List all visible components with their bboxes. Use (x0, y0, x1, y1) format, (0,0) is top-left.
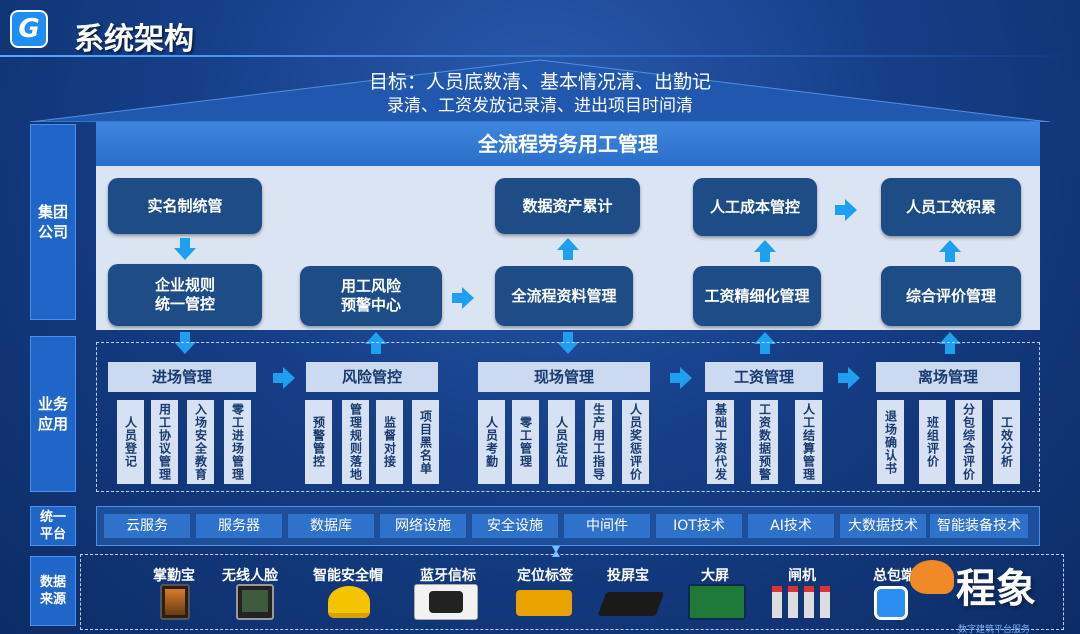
side-label-group: 集团 公司 (30, 124, 76, 320)
node-realname: 实名制统管 (108, 178, 262, 234)
entry-item: 人员登记 (117, 400, 144, 484)
source-label: 掌勤宝 (153, 568, 195, 584)
exit-item: 退场确认书 (877, 400, 904, 484)
platform-item: IOT技术 (656, 514, 742, 538)
arrow-down-icon (174, 238, 196, 260)
brand-name: 程象 (956, 566, 1036, 612)
wage-item: 人工结算管理 (795, 400, 822, 484)
platform-item: 安全设施 (472, 514, 558, 538)
node-fullflow: 全流程资料管理 (495, 266, 633, 326)
node-rules: 企业规则 统一管控 (108, 264, 262, 326)
header-underline (0, 55, 1080, 57)
group-title-risk: 风险管控 (306, 362, 438, 392)
big-screen-icon (688, 584, 746, 620)
source-area (80, 554, 1064, 630)
location-tag-icon (516, 590, 572, 616)
source-label: 无线人脸 (222, 568, 278, 584)
face-terminal-icon (236, 584, 274, 620)
entry-item: 入场安全教育 (187, 400, 214, 484)
site-item: 人员定位 (548, 400, 575, 484)
risk-item: 监督对接 (376, 400, 403, 484)
side-label-source: 数据 来源 (30, 556, 76, 626)
group-title-exit: 离场管理 (876, 362, 1020, 392)
arrow-up-icon (754, 240, 776, 262)
platform-item: 中间件 (564, 514, 650, 538)
platform-item: 网络设施 (380, 514, 466, 538)
site-item: 人员奖惩评价 (622, 400, 649, 484)
source-label: 定位标签 (517, 568, 573, 584)
source-label: 智能安全帽 (313, 568, 383, 584)
risk-item: 预警管控 (305, 400, 332, 484)
tablet-device-icon (160, 584, 190, 620)
exit-item: 班组评价 (919, 400, 946, 484)
exit-item: 工效分析 (993, 400, 1020, 484)
source-label: 大屏 (701, 568, 729, 584)
goal-line-1: 目标：人员底数清、基本情况清、出勤记 (368, 71, 711, 93)
platform-item: AI技术 (748, 514, 834, 538)
source-label: 总包端 (873, 568, 915, 584)
exit-item: 分包综合评价 (955, 400, 982, 484)
gate-icon (772, 586, 834, 618)
group-title-wage: 工资管理 (705, 362, 823, 392)
site-item: 生产用工指导 (585, 400, 612, 484)
source-label: 蓝牙信标 (420, 568, 476, 584)
risk-item: 管理规则落地 (342, 400, 369, 484)
wage-item: 工资数据预警 (751, 400, 778, 484)
site-item: 人员考勤 (478, 400, 505, 484)
contractor-app-icon (874, 586, 908, 620)
risk-item: 项目黑名单 (412, 400, 439, 484)
group-title-entry: 进场管理 (108, 362, 256, 392)
brand-watermark: 数字建筑平台服务 (958, 625, 1031, 634)
entry-item: 用工协议管理 (151, 400, 178, 484)
node-evaluation: 综合评价管理 (881, 266, 1021, 326)
side-label-business: 业务 应用 (30, 336, 76, 492)
goal-line-2: 录清、工资发放记录清、进出项目时间清 (387, 96, 693, 116)
cast-device-icon (597, 592, 665, 616)
platform-item: 云服务 (104, 514, 190, 538)
goal-text: 目标：人员底数清、基本情况清、出勤记 录清、工资发放记录清、进出项目时间清 (330, 70, 750, 118)
arrow-up-icon (557, 238, 579, 260)
node-efficiency: 人员工效积累 (881, 178, 1021, 236)
platform-item: 智能装备技术 (930, 514, 1028, 538)
wage-item: 基础工资代发 (707, 400, 734, 484)
goal-roof (29, 59, 1051, 122)
management-title: 全流程劳务用工管理 (96, 122, 1040, 166)
arrow-up-icon (939, 240, 961, 262)
node-asset: 数据资产累计 (495, 178, 640, 234)
group-title-site: 现场管理 (478, 362, 650, 392)
node-cost: 人工成本管控 (693, 178, 817, 236)
platform-item: 数据库 (288, 514, 374, 538)
platform-item: 服务器 (196, 514, 282, 538)
site-item: 零工管理 (512, 400, 539, 484)
page-title: 系统架构 (74, 22, 194, 57)
beacon-icon (414, 584, 478, 620)
arrow-right-icon (452, 287, 474, 309)
app-logo: G (10, 10, 48, 48)
brand-elephant-icon (910, 560, 954, 594)
helmet-icon (328, 586, 370, 618)
source-label: 闸机 (788, 568, 816, 584)
arrow-right-icon (835, 199, 857, 221)
node-risk-center: 用工风险 预警中心 (300, 266, 442, 326)
business-area (96, 342, 1040, 492)
entry-item: 零工进场管理 (224, 400, 251, 484)
side-label-platform: 统一 平台 (30, 506, 76, 546)
source-label: 投屏宝 (607, 568, 649, 584)
node-wage-fine: 工资精细化管理 (693, 266, 821, 326)
platform-item: 大数据技术 (840, 514, 926, 538)
